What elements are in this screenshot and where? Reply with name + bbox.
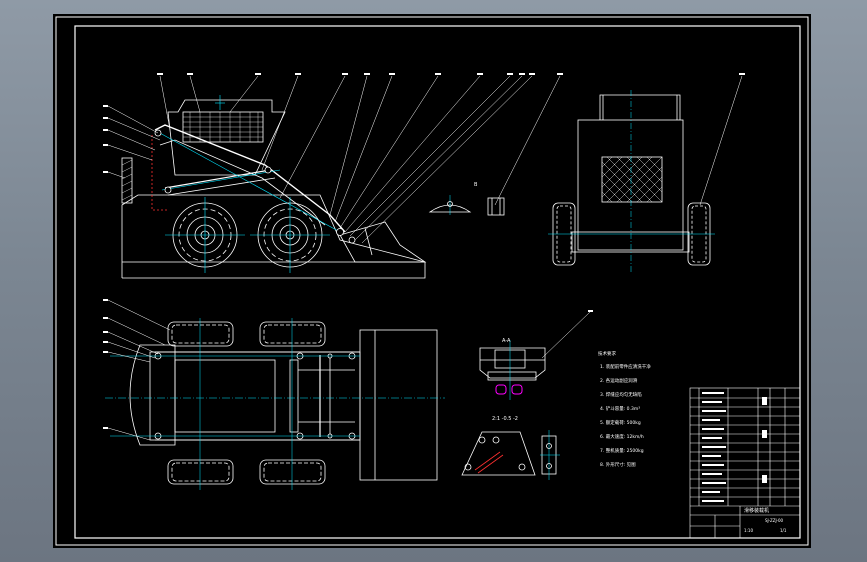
title-drawing-number: SJ-ZZJ-00 xyxy=(765,518,784,523)
title-sheet: 1/1 xyxy=(780,528,787,533)
tech-req-line: 1. 装配前零件应清洗干净 xyxy=(600,363,651,370)
tech-req-line: 7. 整机质量: 2500kg xyxy=(600,447,644,454)
top-tire-rear-left xyxy=(259,321,326,347)
section-view xyxy=(479,310,593,400)
detail-caption: 2:1 -0.5 -2 xyxy=(492,416,518,422)
tech-req-line: 6. 最大速度: 12km/h xyxy=(600,433,644,440)
top-tire-rear-right xyxy=(259,459,326,485)
detail-pin-part xyxy=(428,195,505,216)
outer-border xyxy=(55,16,809,546)
technical-requirements: 技术要求 1. 装配前零件应清洗干净 2. 各运动副应润滑 3. 焊缝应均匀无缺… xyxy=(598,350,651,468)
tech-req-line: 4. 铲斗容量: 0.3m³ xyxy=(600,405,640,412)
tech-req-title: 技术要求 xyxy=(598,350,616,357)
side-view xyxy=(103,73,563,279)
front-view xyxy=(548,73,745,272)
tech-req-line: 3. 焊缝应均匀无缺陷 xyxy=(600,391,642,398)
section-label: A-A xyxy=(502,338,511,344)
tech-req-line: 5. 额定载荷: 500kg xyxy=(600,419,641,426)
tech-req-line: 2. 各运动副应润滑 xyxy=(600,377,638,384)
top-tire-front-right xyxy=(167,459,234,485)
drawing-sheet xyxy=(53,14,811,548)
tech-req-line: 8. 外形尺寸: 见图 xyxy=(600,461,636,468)
title-drawing-name: 滑移装载机 xyxy=(744,507,769,514)
title-scale: 1:10 xyxy=(744,528,753,533)
top-view xyxy=(103,299,445,490)
bracket-plate xyxy=(461,430,560,480)
top-tire-front-left xyxy=(167,321,234,347)
title-block xyxy=(689,387,801,539)
detail-label-b: B xyxy=(474,182,478,188)
inner-frame xyxy=(74,25,801,539)
